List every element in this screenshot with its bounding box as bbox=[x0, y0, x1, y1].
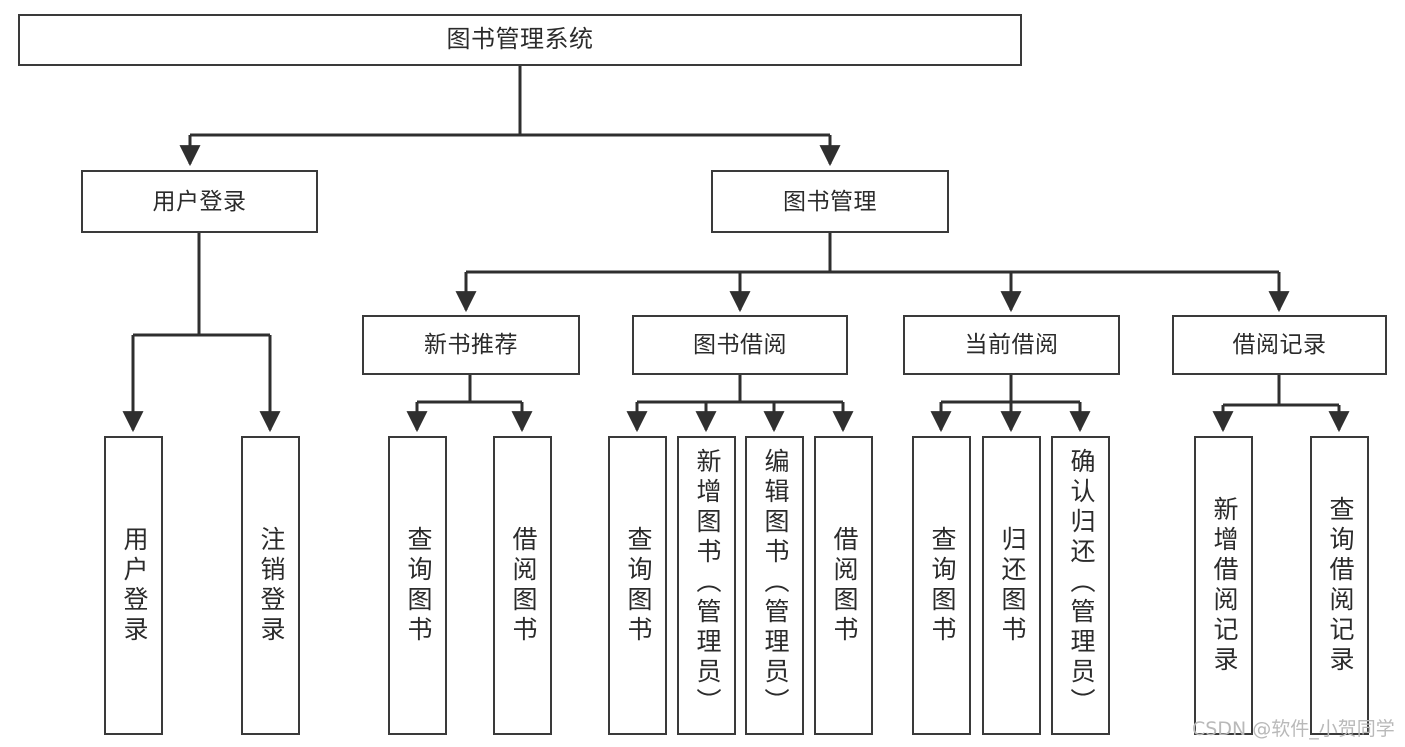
node-label: 借阅图书 bbox=[830, 525, 858, 646]
node-label: 借阅图书 bbox=[509, 525, 537, 646]
leaf-node-logout[interactable]: 注销登录 bbox=[241, 436, 300, 735]
watermark-text: CSDN @软件_小贺同学 bbox=[1192, 718, 1395, 740]
leaf-node-query-book-current[interactable]: 查询图书 bbox=[912, 436, 971, 735]
node-label: 用户登录 bbox=[152, 187, 247, 214]
node-label: 查询图书 bbox=[624, 525, 652, 646]
node-current-borrow[interactable]: 当前借阅 bbox=[903, 315, 1120, 375]
node-label: 查询图书 bbox=[404, 525, 432, 646]
leaf-node-user-login[interactable]: 用户登录 bbox=[104, 436, 163, 735]
leaf-node-query-book-borrow[interactable]: 查询图书 bbox=[608, 436, 667, 735]
node-label: 注销登录 bbox=[257, 525, 285, 646]
leaf-node-query-borrow-record[interactable]: 查询借阅记录 bbox=[1310, 436, 1369, 735]
leaf-node-query-book-recommend[interactable]: 查询图书 bbox=[388, 436, 447, 735]
leaf-node-edit-book[interactable]: 编辑图书（管理员） bbox=[745, 436, 804, 735]
node-new-book-recommend[interactable]: 新书推荐 bbox=[362, 315, 580, 375]
node-user-login[interactable]: 用户登录 bbox=[81, 170, 318, 233]
leaf-node-add-book[interactable]: 新增图书（管理员） bbox=[677, 436, 736, 735]
node-book-borrow[interactable]: 图书借阅 bbox=[632, 315, 848, 375]
node-label: 新书推荐 bbox=[424, 331, 518, 358]
leaf-node-borrow-book-recommend[interactable]: 借阅图书 bbox=[493, 436, 552, 735]
node-label: 新增借阅记录 bbox=[1210, 495, 1238, 676]
leaf-node-add-borrow-record[interactable]: 新增借阅记录 bbox=[1194, 436, 1253, 735]
node-book-management[interactable]: 图书管理 bbox=[711, 170, 949, 233]
node-label: 用户登录 bbox=[120, 525, 148, 646]
node-label: 图书管理 bbox=[783, 187, 877, 214]
node-label: 确认归还（管理员） bbox=[1067, 448, 1095, 718]
node-label: 新增图书（管理员） bbox=[693, 448, 721, 718]
node-label: 借阅记录 bbox=[1232, 331, 1327, 358]
node-label: 编辑图书（管理员） bbox=[761, 448, 789, 718]
node-root-book-management-system[interactable]: 图书管理系统 bbox=[18, 14, 1022, 66]
node-label: 查询图书 bbox=[928, 525, 956, 646]
leaf-node-borrow-book[interactable]: 借阅图书 bbox=[814, 436, 873, 735]
node-label: 图书管理系统 bbox=[446, 25, 594, 53]
leaf-node-return-book[interactable]: 归还图书 bbox=[982, 436, 1041, 735]
node-label: 查询借阅记录 bbox=[1326, 495, 1354, 676]
leaf-node-confirm-return[interactable]: 确认归还（管理员） bbox=[1051, 436, 1110, 735]
node-borrow-record[interactable]: 借阅记录 bbox=[1172, 315, 1387, 375]
node-label: 归还图书 bbox=[998, 525, 1026, 646]
node-label: 当前借阅 bbox=[964, 331, 1059, 358]
node-label: 图书借阅 bbox=[693, 331, 787, 358]
